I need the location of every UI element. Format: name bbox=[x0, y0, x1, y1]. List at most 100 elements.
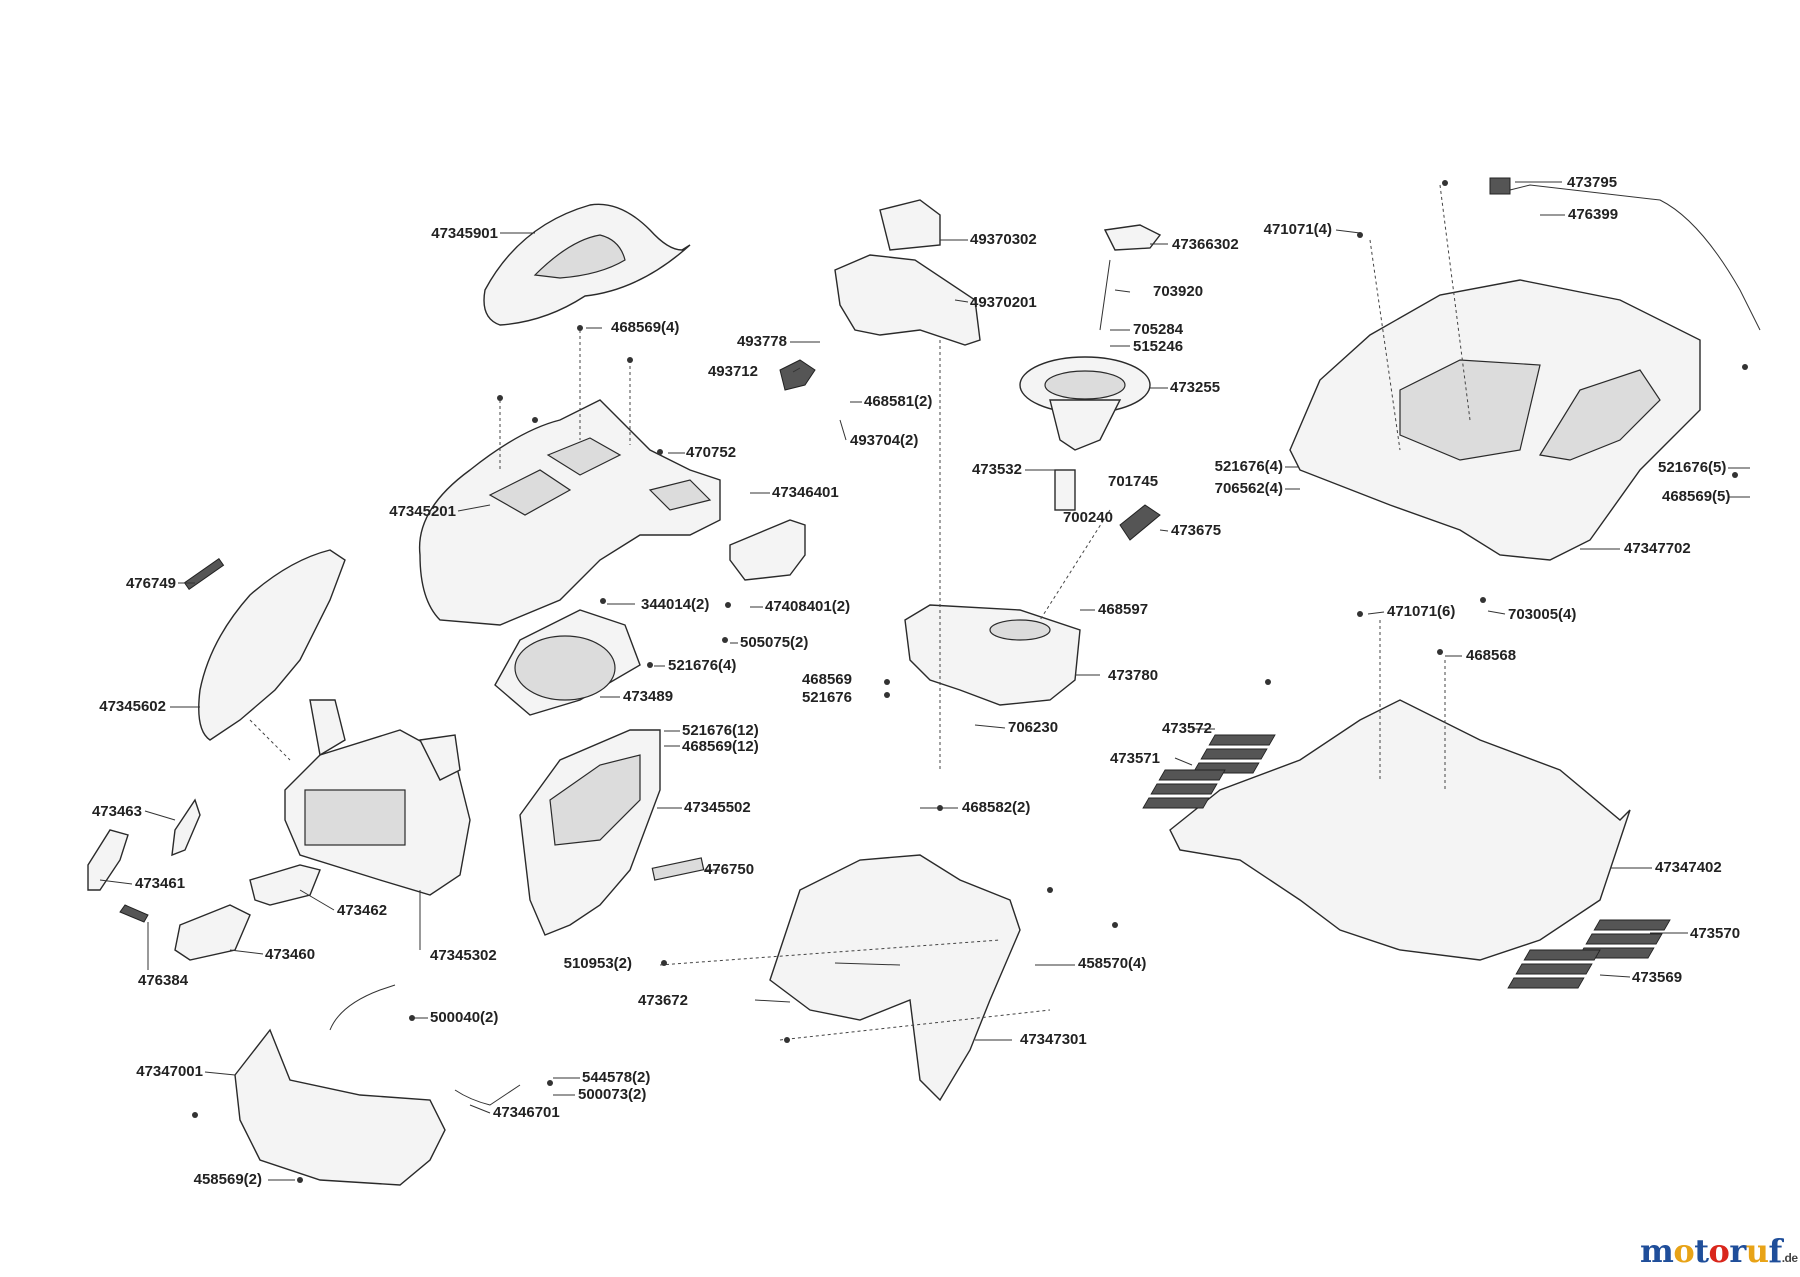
label-510953-2: 510953(2) bbox=[563, 955, 632, 972]
label-47345302: 47345302 bbox=[430, 947, 497, 964]
label-468569-5: 468569(5) bbox=[1662, 488, 1731, 505]
label-473571: 473571 bbox=[1109, 750, 1160, 767]
label-458570-4: 458570(4) bbox=[1078, 955, 1147, 972]
label-500040-2: 500040(2) bbox=[430, 1009, 499, 1026]
lower-cowl-473672 bbox=[769, 854, 1021, 1102]
label-701745: 701745 bbox=[1108, 473, 1159, 490]
label-476399: 476399 bbox=[1568, 206, 1619, 223]
watermark-text: motoruf bbox=[1640, 1232, 1782, 1270]
label-476750: 476750 bbox=[704, 861, 755, 878]
label-47347301: 47347301 bbox=[1020, 1031, 1087, 1048]
fasteners bbox=[192, 180, 1748, 1183]
foot-pads bbox=[1142, 734, 1671, 989]
label-473780: 473780 bbox=[1108, 667, 1159, 684]
label-47345201: 47345201 bbox=[389, 503, 456, 520]
label-47347702: 47347702 bbox=[1624, 540, 1691, 557]
front-small-parts bbox=[87, 557, 705, 961]
label-458569-2: 458569(2) bbox=[193, 1171, 262, 1188]
steering-column-cover bbox=[779, 199, 981, 391]
watermark-letter: o bbox=[1708, 1232, 1730, 1270]
label-521676-4: 521676(4) bbox=[668, 657, 737, 674]
label-344014-2: 344014(2) bbox=[641, 596, 710, 613]
label-703005-4: 703005(4) bbox=[1508, 606, 1577, 623]
label-500073-2: 500073(2) bbox=[578, 1086, 647, 1103]
label-493778: 493778 bbox=[736, 333, 787, 350]
label-47345901: 47345901 bbox=[431, 225, 498, 242]
label-468569-4: 468569(4) bbox=[611, 319, 680, 336]
label-47345602: 47345602 bbox=[99, 698, 166, 715]
label-706230: 706230 bbox=[1008, 719, 1059, 736]
label-521676-12: 521676(12) bbox=[682, 722, 759, 739]
label-473461: 473461 bbox=[135, 875, 186, 892]
label-493712: 493712 bbox=[707, 363, 758, 380]
label-521676-5: 521676(5) bbox=[1658, 459, 1727, 476]
watermark-letter: r bbox=[1729, 1232, 1746, 1270]
motoruf-watermark: motoruf.de bbox=[1640, 1232, 1798, 1270]
hood-main bbox=[418, 399, 721, 626]
assembly-lines bbox=[249, 184, 1471, 1041]
label-47408401-2: 47408401(2) bbox=[765, 598, 851, 615]
label-468597: 468597 bbox=[1098, 601, 1149, 618]
tray-47346401 bbox=[729, 519, 806, 581]
label-473463: 473463 bbox=[91, 803, 142, 820]
label-473675: 473675 bbox=[1171, 522, 1222, 539]
label-521676-4-rear: 521676(4) bbox=[1214, 458, 1283, 475]
label-47347402: 47347402 bbox=[1655, 859, 1722, 876]
watermark-letter: u bbox=[1745, 1232, 1769, 1270]
watermark-suffix: .de bbox=[1781, 1251, 1798, 1265]
watermark-letter: m bbox=[1640, 1232, 1674, 1270]
front-grille bbox=[284, 699, 471, 896]
label-468581-2: 468581(2) bbox=[864, 393, 933, 410]
label-47345502: 47345502 bbox=[684, 799, 751, 816]
label-47347001: 47347001 bbox=[136, 1063, 203, 1080]
label-47346401: 47346401 bbox=[772, 484, 839, 501]
watermark-letter: f bbox=[1768, 1232, 1782, 1270]
hood-top-cover bbox=[483, 203, 691, 326]
label-470752: 470752 bbox=[686, 444, 737, 461]
label-473462: 473462 bbox=[337, 902, 388, 919]
label-473460: 473460 bbox=[265, 946, 316, 963]
label-49370302: 49370302 bbox=[970, 231, 1037, 248]
label-544578-2: 544578(2) bbox=[582, 1069, 651, 1086]
label-473532: 473532 bbox=[971, 461, 1022, 478]
right-side-panel bbox=[519, 729, 661, 936]
label-471071-6: 471071(6) bbox=[1387, 603, 1456, 620]
label-49370201: 49370201 bbox=[970, 294, 1037, 311]
watermark-letter: t bbox=[1694, 1232, 1709, 1270]
label-706562-4: 706562(4) bbox=[1214, 480, 1283, 497]
steering-wheel bbox=[1019, 224, 1162, 541]
label-705284: 705284 bbox=[1133, 321, 1184, 338]
label-468569: 468569 bbox=[801, 671, 852, 688]
floor-pan-47347402 bbox=[1169, 699, 1631, 961]
label-493704-2: 493704(2) bbox=[850, 432, 919, 449]
label-473569: 473569 bbox=[1632, 969, 1683, 986]
label-473255: 473255 bbox=[1170, 379, 1221, 396]
label-468582-2: 468582(2) bbox=[962, 799, 1031, 816]
left-side-panel bbox=[198, 549, 346, 741]
label-473572: 473572 bbox=[1161, 720, 1212, 737]
label-473672: 473672 bbox=[637, 992, 688, 1009]
label-468568: 468568 bbox=[1466, 647, 1517, 664]
label-700240: 700240 bbox=[1062, 509, 1113, 526]
label-476749: 476749 bbox=[125, 575, 176, 592]
label-521676: 521676 bbox=[801, 689, 852, 706]
label-47366302: 47366302 bbox=[1172, 236, 1239, 253]
label-468569-12: 468569(12) bbox=[682, 738, 759, 755]
front-bumper bbox=[234, 984, 521, 1186]
rear-body-47347702 bbox=[1289, 177, 1761, 561]
label-473570: 473570 bbox=[1690, 925, 1741, 942]
label-515246: 515246 bbox=[1133, 338, 1184, 355]
fuel-tank-473780 bbox=[904, 604, 1081, 706]
label-471071-4: 471071(4) bbox=[1263, 221, 1332, 238]
watermark-letter: o bbox=[1673, 1232, 1695, 1270]
label-703920: 703920 bbox=[1153, 283, 1204, 300]
label-473795: 473795 bbox=[1567, 174, 1618, 191]
label-505075-2: 505075(2) bbox=[740, 634, 809, 651]
leader-lines bbox=[99, 181, 1750, 1181]
fuel-bowl-473489 bbox=[494, 609, 641, 716]
label-473489: 473489 bbox=[623, 688, 674, 705]
label-476384: 476384 bbox=[138, 972, 189, 989]
label-47346701: 47346701 bbox=[493, 1104, 560, 1121]
